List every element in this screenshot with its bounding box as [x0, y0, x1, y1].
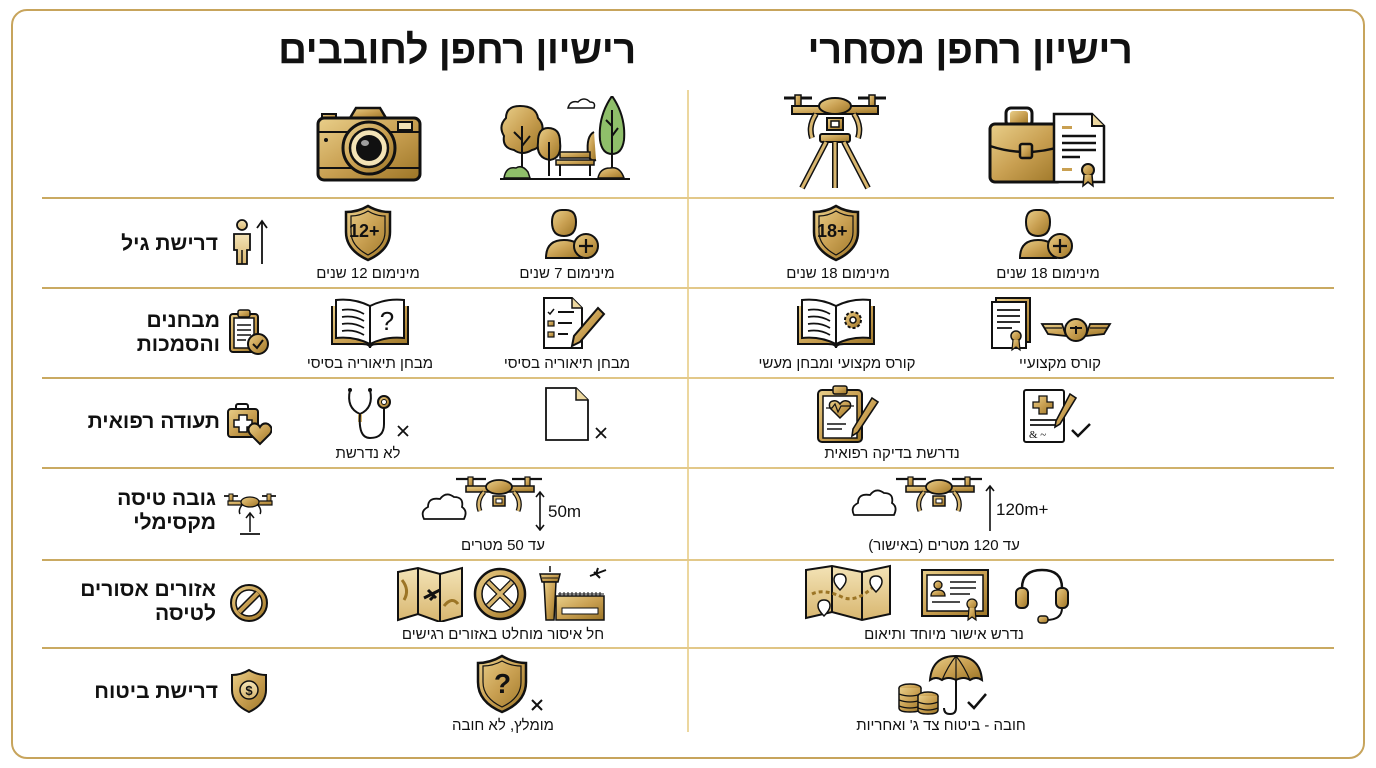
- row-label-tests-line1: מבחנים: [146, 309, 221, 332]
- commercial-restricted-text: נדרש אישור מיוחד ותיאום: [864, 626, 1024, 643]
- commercial-min-age-text: מינימום 18 שנים: [996, 265, 1100, 282]
- svg-text:?: ?: [380, 306, 394, 336]
- shield-12-icon: [344, 204, 392, 262]
- user-plus-icon: [1018, 209, 1073, 259]
- row-label-restricted-line1: אזורים אסורים: [80, 578, 216, 601]
- drone-tripod-icon: [784, 94, 886, 190]
- hobby-test-theory-text: מבחן תיאוריה בסיסי: [306, 355, 434, 372]
- commercial-medical-required-text: נדרשת בדיקה רפואית: [824, 445, 960, 462]
- shield-18-badge: 18+: [817, 221, 848, 241]
- column-divider: [687, 90, 689, 732]
- prohibited-icon: [230, 584, 268, 622]
- row-label-medical: תעודה רפואית: [87, 410, 220, 433]
- map-pins-icon: [805, 564, 891, 622]
- shield-question-badge: ?: [494, 668, 512, 699]
- hobby-min-age-text: מינימום 7 שנים: [519, 265, 615, 282]
- hobby-test-basic-text: מבחן תיאוריה בסיסי: [503, 355, 631, 372]
- row-label-age: דרישת גיל: [121, 232, 218, 255]
- medical-kit-heart-icon: [227, 403, 272, 446]
- shield-question-x-icon: [476, 654, 543, 714]
- row-label-altitude-line2: מקסימלי: [133, 511, 216, 535]
- row-divider: [42, 467, 1334, 469]
- row-label-insurance: דרישת ביטוח: [94, 680, 218, 703]
- person-height-icon: [233, 219, 268, 265]
- row-divider: [42, 377, 1334, 379]
- drone-cloud-icon: [421, 476, 545, 531]
- hobby-altitude-text: עד 50 מטרים: [461, 537, 545, 554]
- hobby-min-age-controlled-text: מינימום 12 שנים: [316, 265, 420, 282]
- id-certificate-icon: [921, 569, 989, 622]
- commercial-course-text: קורס מקצועיי: [1019, 355, 1101, 372]
- commercial-insurance-text: חובה - ביטוח צד ג' ואחריות: [856, 717, 1026, 734]
- row-label-tests: מבחנים והסמכות: [96, 309, 220, 357]
- hobby-medical-not-required-text: לא נדרשת: [335, 445, 401, 462]
- stethoscope-x-icon: [348, 388, 409, 440]
- commercial-height-tag: 120m+: [996, 500, 1049, 519]
- airport-tower-icon: [539, 566, 607, 621]
- shield-dollar-icon: $: [231, 668, 267, 714]
- checklist-pencil-icon: [543, 297, 606, 349]
- camera-icon: [316, 106, 422, 182]
- commercial-altitude-text: עד 120 מטרים (באישור): [868, 537, 1020, 554]
- hobby-insurance-text: מומלץ, לא חובה: [452, 717, 554, 734]
- blank-document-x-icon: [545, 387, 607, 441]
- clipboard-heart-icon: [817, 385, 880, 443]
- svg-text:$: $: [245, 683, 253, 698]
- book-gear-icon: [797, 298, 875, 349]
- clipboard-check-icon: [229, 309, 269, 355]
- map-plane-icon: [397, 566, 463, 622]
- park-trees-icon: [500, 96, 630, 180]
- row-divider: [42, 647, 1334, 649]
- commercial-course-practical-text: קורס מקצועי ומבחן מעשי: [758, 355, 916, 372]
- briefcase-certificate-icon: [988, 106, 1106, 188]
- row-label-restricted-line2: לטיסה: [154, 602, 216, 626]
- row-divider: [42, 559, 1334, 561]
- coins-umbrella-check-icon: [898, 654, 987, 716]
- commercial-min-age-controlled-text: מינימום 18 שנים: [786, 265, 890, 282]
- commercial-license-title: רישיון רחפן מסחרי: [807, 28, 1133, 72]
- row-divider: [42, 197, 1334, 199]
- row-label-altitude: גובה טיסה מקסימלי: [90, 487, 216, 535]
- shield-12-badge: 12+: [349, 221, 380, 241]
- user-plus-icon: [544, 209, 599, 259]
- hobby-height-tag: 50m: [548, 502, 582, 521]
- row-divider: [42, 287, 1334, 289]
- medical-form-check-icon: & ~: [1023, 389, 1091, 443]
- row-label-restricted-zones: אזורים אסורים לטיסה: [56, 578, 216, 626]
- hobby-restricted-text: חל איסור מוחלט באזורים רגישים: [401, 626, 605, 643]
- shield-18-icon: [812, 204, 860, 262]
- svg-text:& ~: & ~: [1029, 429, 1046, 441]
- circle-x-icon: [473, 567, 527, 621]
- headset-icon: [1015, 568, 1069, 624]
- hobby-license-title: רישיון רחפן לחובבים: [278, 28, 636, 72]
- certificate-wings-icon: [991, 297, 1112, 352]
- row-label-tests-line2: והסמכות: [136, 333, 220, 357]
- drone-cloud-icon: [851, 476, 995, 531]
- book-question-icon: ?: [331, 298, 409, 349]
- drone-altitude-icon: [224, 493, 276, 535]
- row-label-altitude-line1: גובה טיסה: [117, 487, 216, 510]
